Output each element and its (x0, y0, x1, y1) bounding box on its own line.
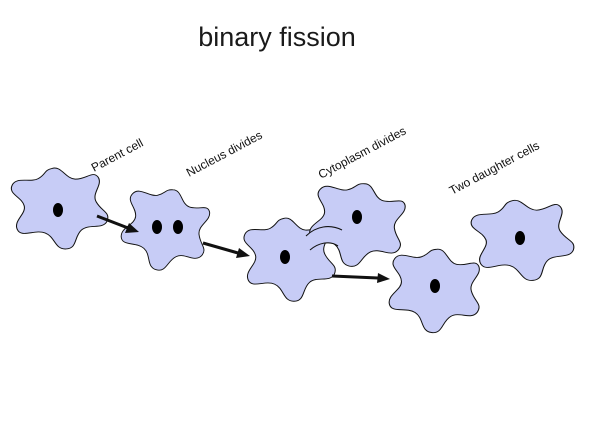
parent-cell (7, 161, 113, 256)
dividing-cytoplasm-cell (240, 176, 412, 307)
parent-nucleus (53, 203, 63, 217)
nucleus-right (173, 220, 183, 234)
daughter-cell-1 (386, 245, 484, 336)
diagram-title: binary fission (198, 22, 356, 52)
label-parent-cell: Parent cell (89, 136, 146, 175)
lobe-nucleus-left (280, 250, 290, 264)
daughter-2-nucleus (515, 231, 525, 245)
lobe-nucleus-right (352, 210, 362, 224)
daughter-cell-2 (465, 191, 581, 290)
label-two-daughter-cells: Two daughter cells (447, 138, 542, 197)
label-nucleus-divides: Nucleus divides (184, 128, 265, 180)
arrow-3 (331, 273, 390, 283)
arrow-2 (202, 241, 250, 258)
arrow-1 (96, 214, 139, 233)
label-cytoplasm-divides: Cytoplasm divides (316, 124, 409, 182)
nucleus-left (152, 220, 162, 234)
dividing-nucleus-cell (114, 181, 217, 279)
daughter-1-nucleus (430, 279, 440, 293)
